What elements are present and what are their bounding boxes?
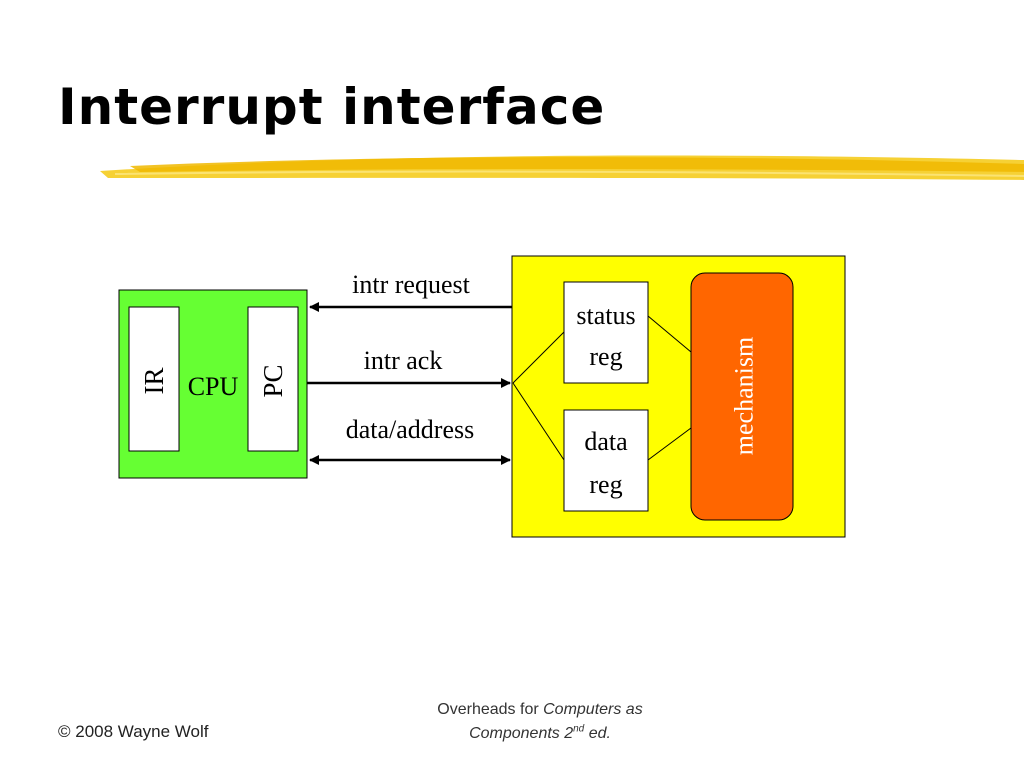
intr-request-label: intr request [352,270,470,299]
ir-register [128,306,180,452]
footer-edition-suffix: ed. [584,725,611,742]
footer-book-title-part1: Computers as [543,701,643,718]
data-reg-line2: reg [589,470,622,499]
status-to-mechanism-line [647,315,692,353]
footer-book-credit: Overheads for Computers as Components 2n… [340,698,740,746]
status-reg-line1: status [576,301,635,330]
device-block [511,255,846,538]
footer-copyright: © 2008 Wayne Wolf [58,722,209,741]
title-underline-highlight [100,155,1024,180]
data-reg-line1: data [584,427,628,456]
mechanism-label: mechanism [730,337,759,455]
data-reg-box [563,409,649,512]
slide-title: Interrupt interface [58,78,606,136]
pc-label: PC [258,364,288,397]
cpu-label: CPU [188,372,239,401]
footer-book-title-part2: Components 2 [469,725,574,742]
status-reg-line2: reg [589,342,622,371]
fan-line-to-status [512,331,565,384]
pc-register [247,306,299,452]
footer-edition-sup: nd [573,723,585,735]
data-to-mechanism-line [647,427,692,461]
fan-line-to-data [512,382,565,461]
status-reg-box [563,281,649,384]
mechanism-block [690,272,794,521]
intr-ack-label: intr ack [364,346,443,375]
data-address-label: data/address [346,415,475,444]
footer-overheads-prefix: Overheads for [437,701,544,718]
ir-label: IR [139,368,169,395]
